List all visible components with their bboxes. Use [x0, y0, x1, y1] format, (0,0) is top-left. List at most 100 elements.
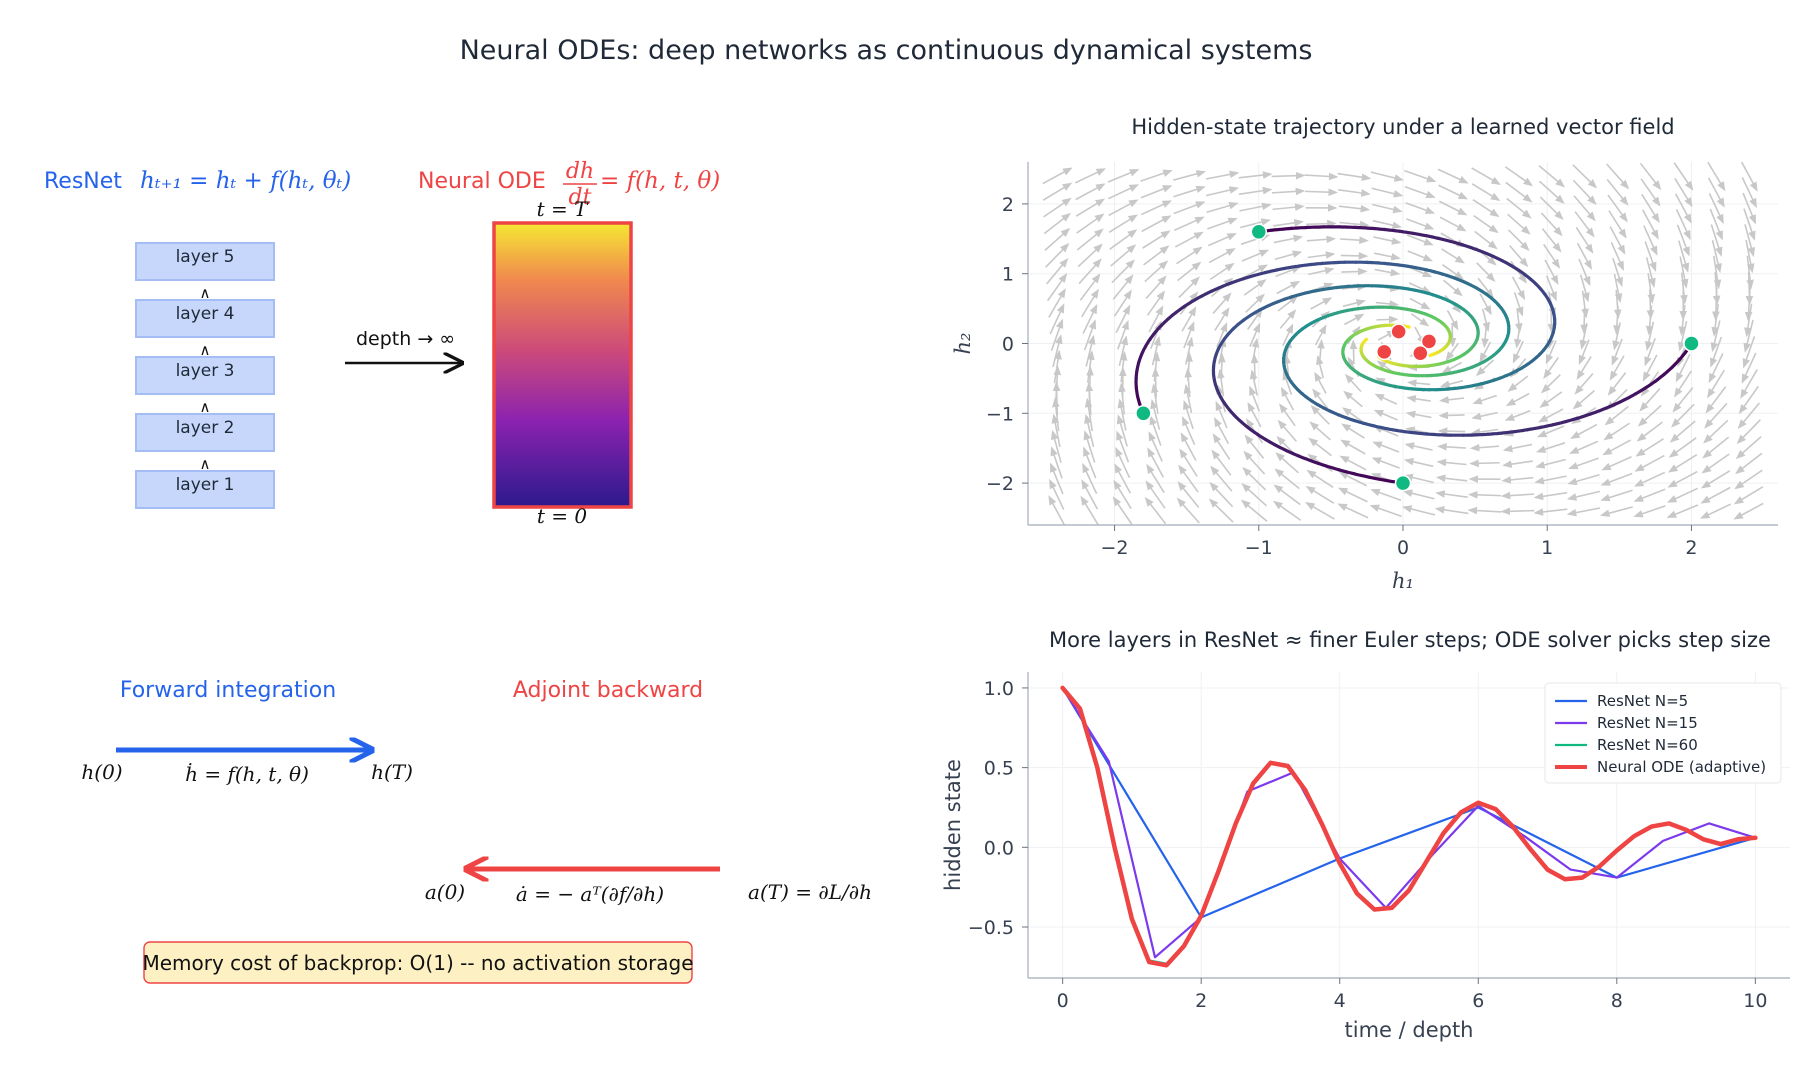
- field-arrow: [1244, 434, 1265, 459]
- field-arrow: [1178, 464, 1199, 493]
- field-arrow: [1707, 177, 1725, 208]
- x-axis-label: h₁: [1392, 569, 1414, 593]
- field-arrow: [1538, 180, 1565, 204]
- aT-label: a(T) = ∂L/∂h: [748, 880, 872, 904]
- field-arrow: [1600, 489, 1633, 502]
- field-arrow: [1742, 336, 1756, 369]
- y-axis-label: h₂: [951, 333, 975, 355]
- field-arrow: [1505, 181, 1533, 203]
- field-arrow: [1207, 233, 1237, 247]
- field-arrow: [1441, 361, 1463, 374]
- field-arrow: [1306, 469, 1334, 488]
- trajectory-line: [1662, 365, 1674, 377]
- field-arrow: [1207, 217, 1238, 230]
- field-arrow: [1337, 503, 1369, 519]
- field-arrow: [1279, 309, 1297, 329]
- field-arrow: [1736, 419, 1761, 445]
- field-arrow: [1078, 258, 1102, 285]
- layer-up-arrow: ∧: [200, 398, 211, 416]
- layer-up-arrow: ∧: [200, 341, 211, 359]
- trajectory-line: [1255, 432, 1268, 442]
- field-arrow: [1175, 246, 1203, 265]
- field-arrow: [1438, 411, 1465, 420]
- field-arrow: [1535, 458, 1566, 469]
- field-arrow: [1081, 288, 1099, 318]
- field-arrow: [1314, 324, 1327, 346]
- field-arrow: [1674, 177, 1693, 208]
- field-arrow: [1338, 204, 1371, 213]
- field-arrow: [1410, 313, 1430, 327]
- field-arrow: [1504, 409, 1531, 421]
- trajectory-line: [1286, 264, 1302, 270]
- field-arrow: [1344, 373, 1362, 393]
- trajectory-line: [1337, 225, 1357, 229]
- field-arrow: [1505, 392, 1530, 407]
- trajectory-line: [1411, 231, 1428, 238]
- field-arrow: [1342, 407, 1364, 423]
- field-arrow: [1576, 242, 1592, 270]
- field-arrow: [1700, 486, 1731, 504]
- field-arrow: [1572, 179, 1597, 205]
- trajectory-line: [1166, 310, 1178, 321]
- field-arrow: [1173, 170, 1207, 181]
- field-arrow: [1542, 243, 1561, 269]
- field-arrow: [1370, 171, 1404, 182]
- field-arrow: [1112, 274, 1134, 300]
- trajectory-line: [1633, 386, 1648, 396]
- field-arrow: [1241, 249, 1270, 262]
- field-arrow: [1085, 334, 1096, 367]
- field-arrow: [1702, 436, 1730, 459]
- field-arrow: [1251, 337, 1260, 364]
- field-arrow: [1217, 368, 1225, 397]
- field-arrow: [1471, 183, 1501, 202]
- field-arrow: [1082, 303, 1098, 334]
- node-heading: Neural ODE dh dt = f(h, t, θ): [418, 159, 720, 210]
- field-arrow: [1672, 387, 1694, 413]
- trajectory-start-point: [1394, 474, 1412, 492]
- field-arrow: [1405, 202, 1436, 214]
- field-arrow: [1601, 456, 1632, 471]
- field-arrow: [1051, 413, 1061, 448]
- field-arrow: [1639, 387, 1661, 412]
- memory-note-text: Memory cost of backprop: O(1) -- no acti…: [142, 951, 693, 975]
- field-arrow: [1735, 436, 1762, 460]
- field-arrow: [1371, 187, 1404, 198]
- field-arrow: [1108, 214, 1138, 233]
- trajectory-line: [1352, 472, 1372, 479]
- field-arrow: [1611, 338, 1623, 366]
- field-arrow: [1568, 457, 1599, 470]
- x-tick-label: 6: [1472, 990, 1484, 1012]
- x-tick-label: 0: [1057, 990, 1069, 1012]
- field-arrow: [1537, 408, 1564, 423]
- trajectory-line: [1499, 430, 1516, 435]
- field-arrow: [1118, 335, 1129, 366]
- layer-box: [135, 242, 275, 281]
- trajectory-line: [1239, 420, 1251, 430]
- field-arrow: [1142, 230, 1171, 249]
- trajectory-line: [1600, 403, 1616, 412]
- legend-entry: ResNet N=5: [1597, 692, 1688, 710]
- field-arrow: [1578, 339, 1590, 366]
- field-arrow: [1145, 275, 1167, 300]
- field-arrow: [1181, 306, 1197, 332]
- field-arrow: [1249, 385, 1261, 412]
- field-arrow: [1107, 169, 1140, 183]
- field-arrow: [1050, 429, 1062, 463]
- field-arrow: [1733, 486, 1764, 505]
- trajectory-line: [1191, 294, 1204, 303]
- field-arrow: [1075, 183, 1106, 201]
- field-arrow: [1316, 354, 1325, 379]
- field-arrow: [1641, 193, 1660, 224]
- field-arrow: [1274, 250, 1303, 261]
- field-arrow: [1643, 225, 1658, 256]
- field-arrow: [1606, 163, 1630, 190]
- field-arrow: [1703, 419, 1729, 444]
- field-arrow: [1273, 219, 1304, 227]
- trajectory-end-point: [1412, 345, 1429, 362]
- depth-arrow-group: depth → ∞: [345, 328, 462, 363]
- phase-chart-title: Hidden-state trajectory under a learned …: [1131, 115, 1674, 139]
- field-arrow: [1373, 409, 1398, 421]
- field-arrow: [1082, 462, 1098, 494]
- y-axis-label: hidden state: [941, 759, 965, 891]
- trajectory-line: [1482, 250, 1495, 258]
